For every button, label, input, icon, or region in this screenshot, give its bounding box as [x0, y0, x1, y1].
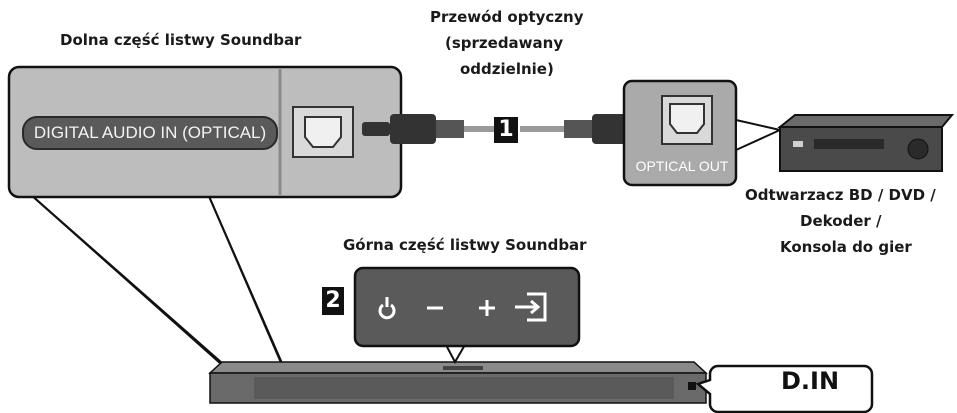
top-soundbar-label: Górna część listwy Soundbar	[343, 236, 587, 254]
device-label-2: Dekoder /	[800, 212, 882, 230]
bd-dvd-player	[777, 114, 955, 172]
digital-audio-in-label: DIGITAL AUDIO IN (OPTICAL)	[22, 116, 278, 150]
device-label-3: Konsola do gier	[780, 238, 912, 256]
d-in-display: D.IN	[780, 367, 840, 395]
device-label-1: Odtwarzacz BD / DVD /	[745, 186, 936, 204]
power-icon[interactable]	[378, 297, 396, 320]
cable-label-1: Przewód optyczny	[430, 8, 584, 26]
bottom-soundbar-label: Dolna część listwy Soundbar	[60, 31, 302, 49]
step-2-badge: 2	[322, 287, 344, 315]
step-1-badge: 1	[494, 117, 518, 143]
cable-label-2: (sprzedawany	[445, 34, 564, 52]
optical-out-label: OPTICAL OUT	[635, 158, 729, 174]
cable-label-3: oddzielnie)	[460, 60, 554, 78]
volume-up-icon[interactable]	[479, 300, 495, 316]
device-panel	[622, 79, 738, 187]
soundbar	[208, 361, 708, 404]
source-icon[interactable]	[515, 292, 547, 322]
top-control-panel	[353, 266, 581, 348]
